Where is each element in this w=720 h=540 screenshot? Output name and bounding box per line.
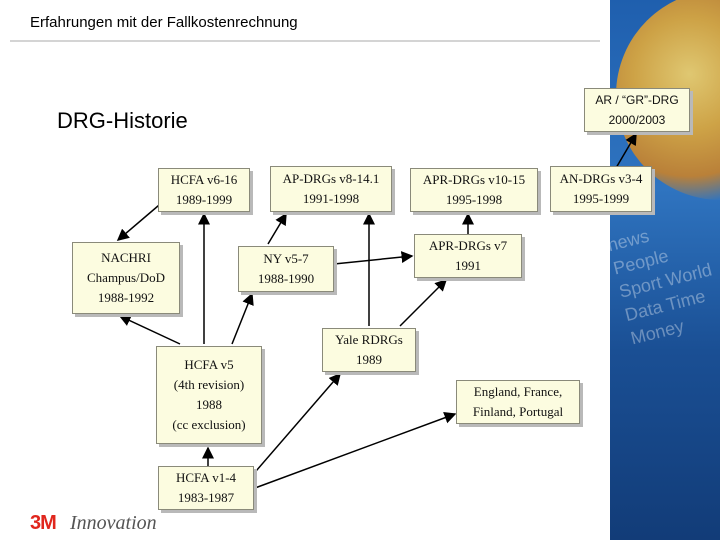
brand-logo: 3M [30, 512, 57, 534]
node-years: 1995-1998 [445, 192, 503, 207]
node-hcfa-v5: HCFA v5 (4th revision) 1988 (cc exclusio… [156, 346, 262, 444]
node-label: Yale RDRGs [335, 332, 403, 347]
node-hcfa-v6-16: HCFA v6-16 1989-1999 [158, 168, 250, 212]
node-years: 1989-1999 [175, 192, 233, 207]
arrow-ny-to-aprv7 [333, 251, 414, 265]
node-ar-gr-drg: AR / “GR”-DRG 2000/2003 [584, 88, 690, 132]
node-label: England, France, [473, 384, 563, 399]
node-years: 1988-1990 [257, 271, 315, 286]
page-title: Erfahrungen mit der Fallkostenrechnung [30, 14, 298, 31]
arrow-hcfa5-to-nachri [118, 315, 181, 345]
node-england: England, France, Finland, Portugal [456, 380, 580, 424]
node-label: APR-DRGs v10-15 [422, 172, 526, 187]
node-ap-drgs: AP-DRGs v8-14.1 1991-1998 [270, 166, 392, 212]
arrow-hcfa14-to-england [254, 412, 457, 489]
brand-wordmark: Innovation [70, 512, 157, 534]
node-years: 2000/2003 [608, 113, 666, 127]
node-note: (cc exclusion) [172, 417, 246, 432]
node-an-drgs: AN-DRGs v3-4 1995-1999 [550, 166, 652, 212]
title-divider [10, 40, 600, 42]
arrow-hcfa14-to-yale [249, 372, 341, 479]
node-years: 1991-1998 [302, 191, 360, 206]
arrow-andrgs-to-ardrg [615, 132, 637, 169]
node-nachri: NACHRI Champus/DoD 1988-1992 [72, 242, 180, 314]
node-label: NY v5-7 [263, 251, 309, 266]
node-label: HCFA v1-4 [175, 470, 237, 485]
node-ny: NY v5-7 1988-1990 [238, 246, 334, 292]
section-heading: DRG-Historie [57, 108, 188, 133]
node-yale-rdrgs: Yale RDRGs 1989 [322, 328, 416, 372]
node-years: 1995-1999 [572, 191, 630, 206]
node-sublabel: Finland, Portugal [472, 404, 564, 419]
node-apr-drgs-v10-15: APR-DRGs v10-15 1995-1998 [410, 168, 538, 212]
node-label: AR / “GR”-DRG [595, 93, 679, 107]
node-label: HCFA v5 [184, 357, 234, 372]
arrow-ny-to-apdrgs [267, 212, 287, 245]
arrow-yale-to-aprv7 [399, 278, 448, 327]
node-label: HCFA v6-16 [170, 172, 238, 187]
node-label: AP-DRGs v8-14.1 [282, 171, 380, 186]
arrow-hcfa5-to-ny [231, 292, 254, 345]
node-hcfa-v1-4: HCFA v1-4 1983-1987 [158, 466, 254, 510]
node-label: APR-DRGs v7 [428, 238, 508, 253]
node-years: 1991 [455, 258, 481, 273]
node-years: 1983-1987 [177, 490, 235, 505]
node-sublabel: (4th revision) [173, 377, 245, 392]
node-years: 1989 [356, 352, 382, 367]
node-label: AN-DRGs v3-4 [559, 171, 643, 186]
node-apr-drgs-v7: APR-DRGs v7 1991 [414, 234, 522, 278]
node-years: 1988 [196, 397, 222, 412]
arrow-hcfa616-to-nachri [116, 199, 166, 241]
node-label: NACHRI [101, 250, 151, 265]
node-sublabel: Champus/DoD [87, 270, 165, 285]
node-years: 1988-1992 [97, 290, 155, 305]
